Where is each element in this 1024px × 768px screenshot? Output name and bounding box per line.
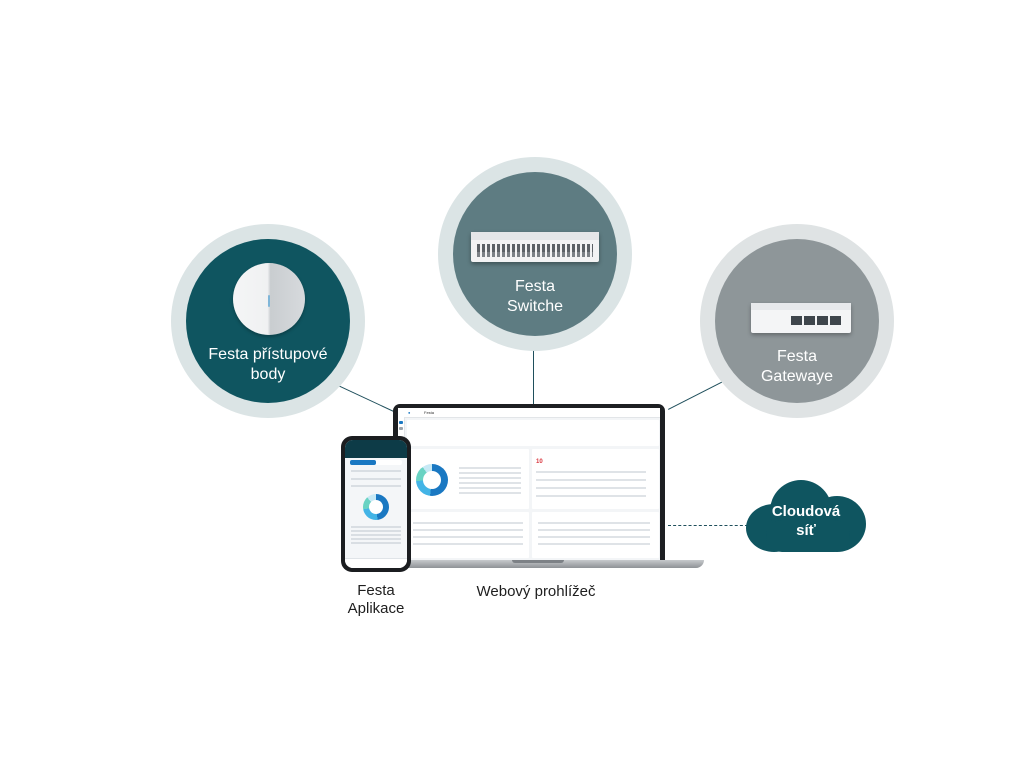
list-item [351,538,401,540]
traffic-donut-chart [416,464,448,496]
connector-cloud-dashed [668,525,748,526]
laptop-base [372,560,704,568]
gateway-port [804,316,815,325]
list-item [459,477,521,479]
list-item [351,470,401,472]
list-item [413,522,523,524]
gateway-port [830,316,841,325]
list-item [459,467,521,469]
gateways-node: Festa Gatewaye [700,224,894,418]
most-active-saps-panel [407,512,529,558]
list-item [413,543,523,545]
switches-node: Festa Switche [438,157,632,351]
list-item [413,536,523,538]
list-item [351,485,401,487]
web-browser-caption: Webový prohlížeč [476,583,596,600]
cloud-icon-part [766,520,850,552]
gateway-icon [751,303,851,333]
cloud-label: Cloudová síť [771,503,841,539]
web-controller-screen: ● Festa [398,408,660,560]
list-item [538,529,650,531]
list-item [536,479,646,481]
alerts-count: 10 [536,459,543,465]
controller-brand: Festa [424,410,435,415]
list-item [459,487,521,489]
list-item [536,495,646,497]
switches-label: Festa Switche [506,278,564,315]
connector-switches [533,350,535,406]
access-points-disc: Festa přístupové body [186,239,350,403]
switch-icon [471,232,599,262]
list-item [538,522,650,524]
list-item [536,471,646,473]
list-item [459,482,521,484]
cloud-node: Cloudová síť [744,476,868,554]
list-item [538,543,650,545]
gateways-label: Festa Gatewaye [760,348,834,385]
phone-icon [341,436,411,572]
mobile-app-header [345,440,407,458]
list-item [351,526,401,528]
list-item [351,534,401,536]
mobile-app-screen [345,440,407,568]
switch-top-panel [471,232,599,240]
list-item [459,472,521,474]
network-overview-panel [407,420,659,446]
laptop-icon: ● Festa [393,404,665,562]
mobile-app-tab-active [350,460,376,465]
gateway-port [791,316,802,325]
access-points-node: Festa přístupové body [171,224,365,418]
list-item [538,536,650,538]
gateway-port [817,316,828,325]
alerts-panel: 10 [532,449,659,509]
list-item [351,478,401,480]
traffic-donut-hole [423,471,441,489]
dashboard-icon [399,421,403,424]
list-item [413,529,523,531]
access-point-icon [233,263,305,335]
access-points-label: Festa přístupové body [208,346,328,383]
mobile-app-caption: Festa Aplikace [347,582,405,617]
access-point-led [268,295,270,307]
mobile-app-tabs [350,460,402,465]
switches-disc: Festa Switche [453,172,617,336]
tp-link-logo-icon: ● [408,410,411,415]
mobile-app-nav-bar [345,558,407,568]
most-active-clients-panel [532,512,659,558]
list-item [536,487,646,489]
switch-ports-row-2 [477,252,593,257]
devices-icon [399,427,403,430]
mobile-traffic-donut-chart [363,494,389,520]
most-active-eaps-panel [407,449,529,509]
mobile-donut-hole [369,500,383,514]
controller-top-bar: ● Festa [398,408,660,418]
list-item [351,542,401,544]
laptop-notch [512,560,564,563]
list-item [351,530,401,532]
list-item [459,492,521,494]
gateway-top-panel [751,303,851,310]
gateways-disc: Festa Gatewaye [715,239,879,403]
